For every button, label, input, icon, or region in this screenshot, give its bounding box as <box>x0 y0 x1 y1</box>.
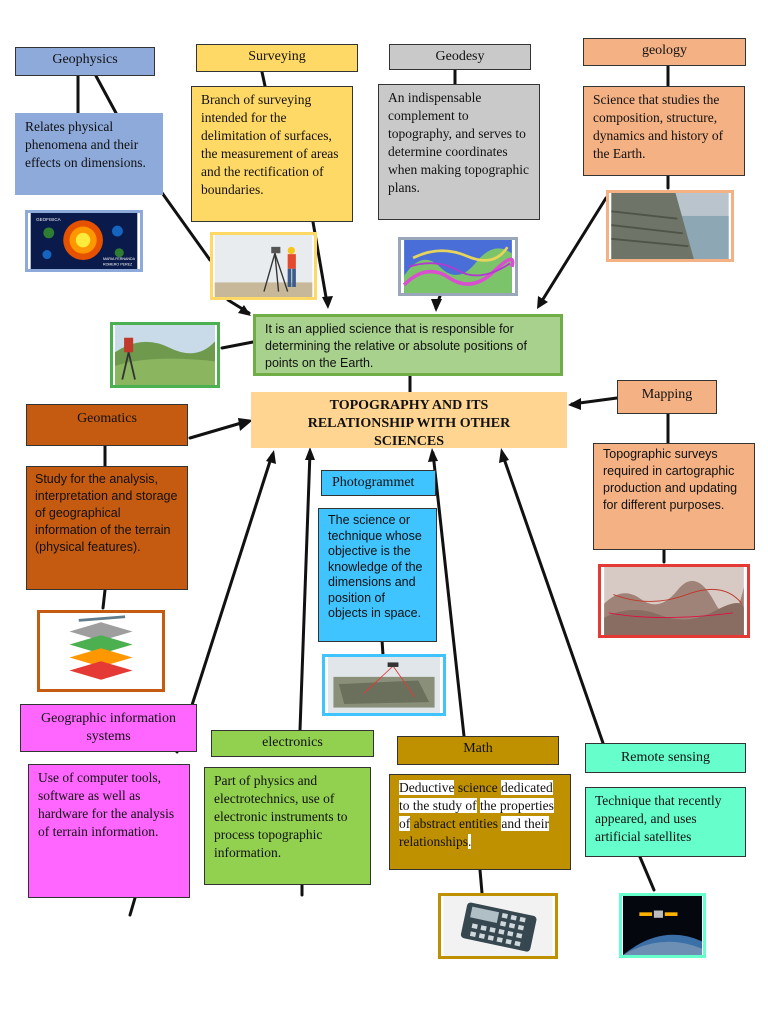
geodesy-desc-box: An indispensable complement to topograph… <box>378 84 540 220</box>
central-definition: It is an applied science that is respons… <box>265 322 527 370</box>
3d-terrain-illustration <box>604 567 744 635</box>
photogrammetry-desc: The science or technique whose objective… <box>328 513 423 620</box>
geology-desc-box: Science that studies the composition, st… <box>583 86 745 176</box>
central-definition-box: It is an applied science that is respons… <box>253 314 563 376</box>
surveying-title-box: Surveying <box>196 44 358 72</box>
remote-sensing-desc-box: Technique that recently appeared, and us… <box>585 787 746 857</box>
surveyor-illustration <box>214 235 313 297</box>
geodesy-desc: An indispensable complement to topograph… <box>388 90 529 195</box>
geomatics-image <box>37 610 165 692</box>
geomatics-title: Geomatics <box>77 411 137 426</box>
mapping-title: Mapping <box>641 387 693 402</box>
electronics-desc-box: Part of physics and electrotechnics, use… <box>204 767 371 885</box>
photogrammetry-desc-box: The science or technique whose objective… <box>318 508 437 642</box>
surveying-desc-box: Branch of surveying intended for the del… <box>191 86 353 222</box>
gis-title: Geographic information systems <box>41 711 176 744</box>
math-desc-box: Deductive science dedicated to the study… <box>389 774 571 870</box>
gis-desc: Use of computer tools, software as well … <box>38 770 175 839</box>
geophysics-image: GEOFISICA MARIA FERNANDA ROMERO PEREZ <box>25 210 143 272</box>
remote-sensing-desc: Technique that recently appeared, and us… <box>595 793 722 844</box>
central-title: TOPOGRAPHY AND ITS RELATIONSHIP WITH OTH… <box>307 398 511 448</box>
geology-title: geology <box>641 43 688 58</box>
math-title: Math <box>463 741 493 756</box>
remote-sensing-title: Remote sensing <box>620 750 711 765</box>
remote-sensing-image <box>619 893 706 958</box>
photogrammetry-title: Photogrammet <box>332 475 415 490</box>
photogrammetry-title-box: Photogrammet <box>321 470 436 496</box>
math-desc-part-5: abstract <box>413 816 456 831</box>
geomatics-title-box: Geomatics <box>26 404 188 446</box>
photogrammetry-image <box>322 654 446 716</box>
electronics-desc: Part of physics and electrotechnics, use… <box>214 773 348 860</box>
mapping-desc: Topographic surveys required in cartogra… <box>603 447 738 512</box>
math-desc-part-1: Deductive <box>399 780 455 795</box>
image-caption-surname: ROMERO PEREZ <box>103 262 133 266</box>
geodesy-image <box>398 237 518 296</box>
central-image <box>110 322 220 388</box>
electronics-title-box: electronics <box>211 730 374 757</box>
math-desc-part-8: relationships <box>399 834 468 849</box>
satellite-icon <box>623 896 702 955</box>
geophysics-desc: Relates physical phenomena and their eff… <box>25 119 146 170</box>
earth-layers-illustration: GEOFISICA MARIA FERNANDA ROMERO PEREZ <box>30 213 138 269</box>
math-image <box>438 893 558 959</box>
mapping-desc-box: Topographic surveys required in cartogra… <box>593 443 755 550</box>
mapping-image <box>598 564 750 638</box>
drone-survey-illustration <box>328 657 440 713</box>
geodesy-title-box: Geodesy <box>389 44 531 70</box>
gis-desc-box: Use of computer tools, software as well … <box>28 764 190 898</box>
math-desc-part-9: . <box>468 834 472 849</box>
gis-title-box: Geographic information systems <box>20 704 197 752</box>
central-title-box: TOPOGRAPHY AND ITS RELATIONSHIP WITH OTH… <box>251 392 567 448</box>
geology-desc: Science that studies the composition, st… <box>593 92 724 161</box>
coastal-cliff-illustration <box>611 193 729 259</box>
surveying-image <box>210 232 317 300</box>
mapping-title-box: Mapping <box>617 380 717 414</box>
remote-sensing-title-box: Remote sensing <box>585 743 746 773</box>
math-title-box: Math <box>397 736 559 765</box>
image-caption-title: GEOFISICA <box>36 217 61 222</box>
surveying-title: Surveying <box>248 49 306 64</box>
field-instrument-illustration <box>115 325 215 385</box>
geomatics-desc-box: Study for the analysis, interpretation a… <box>26 466 188 590</box>
geodesy-title: Geodesy <box>435 49 485 64</box>
electronics-title: electronics <box>262 735 323 750</box>
math-desc-part-6: entities <box>458 816 498 831</box>
image-caption-name: MARIA FERNANDA <box>103 257 136 261</box>
geology-title-box: geology <box>583 38 746 66</box>
math-desc-part-7: and their <box>501 816 549 831</box>
geophysics-title-box: Geophysics <box>15 47 155 76</box>
gis-layers-illustration <box>41 613 161 689</box>
surveying-desc: Branch of surveying intended for the del… <box>201 92 339 197</box>
geology-image <box>606 190 734 262</box>
math-desc-part-2: science <box>457 780 498 795</box>
geophysics-title: Geophysics <box>52 52 118 67</box>
geomatics-desc: Study for the analysis, interpretation a… <box>35 472 178 554</box>
relief-map-illustration <box>402 240 515 293</box>
calculator-icon <box>443 896 553 956</box>
geophysics-desc-box: Relates physical phenomena and their eff… <box>15 113 163 195</box>
